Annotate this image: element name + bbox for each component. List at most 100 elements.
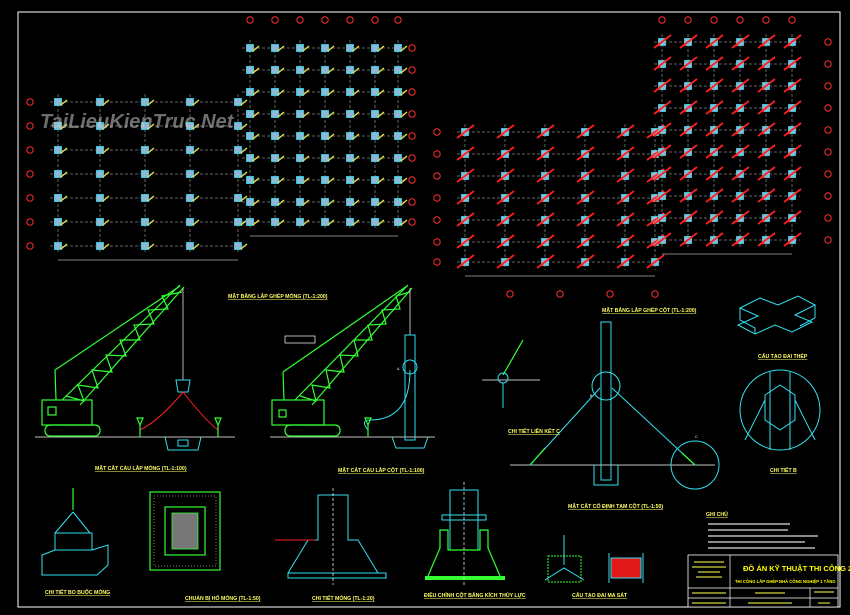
column-lay-mark — [456, 190, 475, 205]
column-footing — [141, 194, 149, 202]
column-lay-mark — [653, 188, 672, 203]
column-pin-mark — [683, 109, 687, 113]
crane-position-mark — [102, 171, 110, 178]
axis-bubble — [658, 16, 666, 24]
column-pin-mark — [460, 243, 464, 247]
crane-position-mark — [277, 155, 285, 162]
column-pin-mark — [683, 87, 687, 91]
column-pin-mark — [657, 87, 661, 91]
axis-bubble — [408, 44, 416, 52]
column-lay-mark — [653, 78, 672, 93]
axis-bubble — [736, 16, 744, 24]
column-lay-mark — [705, 56, 724, 71]
crane-position-mark — [252, 67, 260, 74]
column-lay-mark — [496, 168, 515, 183]
crane-position-mark — [352, 67, 360, 74]
crane-position-mark — [252, 133, 260, 140]
crane-position-mark — [147, 171, 155, 178]
crane-position-mark — [400, 45, 408, 52]
column-footing — [186, 218, 194, 226]
crane-position-mark — [352, 177, 360, 184]
column-lay-mark — [783, 232, 802, 247]
crane-position-mark — [352, 219, 360, 226]
axis-bubble — [824, 236, 832, 244]
column-footing — [321, 176, 329, 184]
column-lay-mark — [679, 166, 698, 181]
crane-position-mark — [252, 89, 260, 96]
crane-position-mark — [277, 89, 285, 96]
column-pin-mark — [540, 199, 544, 203]
column-lay-mark — [731, 100, 750, 115]
crane-position-mark — [302, 219, 310, 226]
column-pin-mark — [580, 221, 584, 225]
axis-bubble — [408, 66, 416, 74]
column-pin-mark — [460, 177, 464, 181]
sheet-border — [17, 11, 841, 608]
column-lay-mark — [653, 100, 672, 115]
crane-position-mark — [377, 45, 385, 52]
column-pin-mark — [650, 155, 654, 159]
column-lay-mark — [757, 232, 776, 247]
crane-position-mark — [327, 155, 335, 162]
crane-position-mark — [377, 199, 385, 206]
column-footing — [246, 198, 254, 206]
column-lay-mark — [653, 122, 672, 137]
column-footing — [394, 198, 402, 206]
column-footing — [246, 66, 254, 74]
column-lay-mark — [536, 168, 555, 183]
column-lay-mark — [757, 122, 776, 137]
column-lay-mark — [653, 166, 672, 181]
column-footing — [371, 88, 379, 96]
column-footing — [186, 146, 194, 154]
column-pin-mark — [580, 133, 584, 137]
project-title: ĐỒ ÁN KỸ THUẬT THI CÔNG 2 — [743, 563, 850, 573]
axis-bubble — [433, 258, 441, 266]
axis-bubble — [26, 242, 34, 250]
crane-position-mark — [240, 171, 248, 178]
column-pin-mark — [735, 175, 739, 179]
column-lay-mark — [536, 146, 555, 161]
column-footing — [54, 98, 62, 106]
column-footing — [271, 154, 279, 162]
column-pin-mark — [620, 243, 624, 247]
column-footing — [234, 122, 242, 130]
crane-position-mark — [352, 89, 360, 96]
column-footing — [96, 194, 104, 202]
column-pin-mark — [650, 221, 654, 225]
column-pin-mark — [500, 199, 504, 203]
column-footing — [141, 122, 149, 130]
axis-bubble — [824, 192, 832, 200]
column-footing — [246, 132, 254, 140]
crane-position-mark — [192, 171, 200, 178]
crane-position-mark — [302, 45, 310, 52]
column-footing — [346, 132, 354, 140]
crane-position-mark — [277, 133, 285, 140]
column-footing — [186, 242, 194, 250]
column-pin-mark — [500, 243, 504, 247]
label-tie-foundation: CHI TIẾT BO BUỘC MÓNG — [45, 588, 110, 596]
temp-fix-section: B C — [510, 321, 720, 490]
column-pin-mark — [735, 131, 739, 135]
column-footing — [346, 88, 354, 96]
column-pin-mark — [500, 155, 504, 159]
column-lay-mark — [653, 144, 672, 159]
column-lay-mark — [757, 144, 776, 159]
column-lay-mark — [705, 122, 724, 137]
column-footing — [271, 44, 279, 52]
axis-bubble — [346, 16, 354, 24]
crane-position-mark — [192, 147, 200, 154]
column-footing — [54, 122, 62, 130]
axis-bubble — [26, 146, 34, 154]
column-lay-mark — [456, 234, 475, 249]
column-footing — [371, 176, 379, 184]
column-lay-mark — [783, 144, 802, 159]
crane-position-mark — [377, 177, 385, 184]
column-lay-mark — [783, 188, 802, 203]
column-footing — [271, 176, 279, 184]
axis-bubble — [606, 290, 614, 298]
column-pin-mark — [657, 219, 661, 223]
axis-bubble — [824, 148, 832, 156]
column-footing — [141, 98, 149, 106]
column-lay-mark — [705, 166, 724, 181]
